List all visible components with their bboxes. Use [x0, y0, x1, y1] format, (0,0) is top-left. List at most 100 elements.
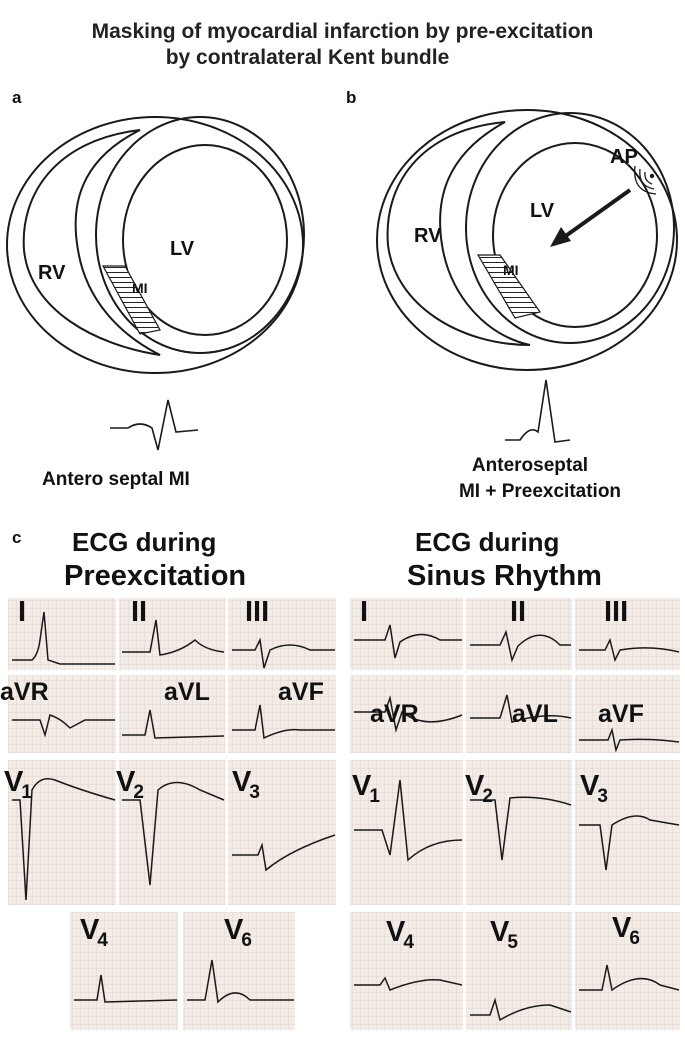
strip-pre-III: [228, 598, 336, 670]
left-heading-line1: ECG during: [72, 527, 217, 557]
trace-sin-V3: [579, 815, 680, 871]
lv-outer-b: [465, 112, 675, 344]
mi-label-a: MI: [132, 280, 148, 296]
panel-letter-b: b: [346, 88, 357, 107]
right-heading-line1: ECG during: [415, 527, 560, 557]
strip-pre-V6: [183, 912, 295, 1030]
lv-inner-b: [492, 142, 658, 328]
trace-pre-V1: [12, 778, 116, 901]
ecg-traces-sinus: [354, 624, 680, 1022]
strip-pre-V3: [228, 760, 336, 905]
trace-sin-V2: [470, 796, 572, 861]
caption-a: Antero septal MI: [42, 469, 190, 490]
panel-letter-a: a: [12, 88, 22, 107]
lead-label-sin-III: III: [604, 596, 629, 628]
ap-arrow: [550, 188, 632, 247]
outer-heart-outline-b: [376, 109, 678, 371]
strip-sin-V3: [575, 760, 680, 905]
strip-sin-II: [466, 598, 572, 670]
trace-pre-V4: [74, 974, 178, 1003]
panel-letter-c: c: [12, 528, 22, 547]
trace-sin-III: [579, 637, 680, 663]
lead-label-sin-V2: V2: [465, 770, 493, 807]
trace-sin-aVR: [354, 695, 463, 733]
rv-label-b: RV: [414, 225, 442, 247]
lead-label-sin-aVL: aVL: [512, 700, 558, 728]
trace-sin-V1: [354, 779, 463, 862]
trace-pre-III: [232, 637, 335, 669]
figure-title-line1: Masking of myocardial infarction by pre-…: [91, 20, 594, 43]
ecg-complex-b: [505, 379, 571, 443]
mi-hatch-a: [101, 265, 161, 335]
trace-sin-V6: [579, 964, 680, 992]
trace-pre-aVF: [232, 704, 335, 740]
ap-label: AP: [610, 146, 638, 168]
lead-label-sin-V4: V4: [386, 916, 414, 953]
heart-diagram-a: [6, 116, 305, 374]
lead-label-pre-I: I: [18, 596, 27, 628]
lead-label-pre-aVL: aVL: [164, 678, 210, 706]
strip-sin-V4: [350, 912, 463, 1030]
strip-pre-V2: [119, 760, 225, 905]
rv-label-a: RV: [38, 262, 66, 284]
lead-label-pre-V3: V3: [232, 766, 260, 803]
mi-label-b: MI: [503, 262, 519, 278]
ecg-traces-preexcitation: [12, 611, 336, 1004]
ecg-strips-sinus: [350, 598, 680, 1030]
strip-pre-V4: [70, 912, 178, 1030]
lead-label-pre-V4: V4: [80, 914, 108, 951]
trace-pre-I: [12, 611, 115, 665]
ap-signal-icon: [634, 165, 657, 195]
lead-label-pre-aVF: aVF: [278, 678, 324, 706]
strip-pre-II: [119, 598, 225, 670]
trace-pre-V2: [122, 781, 225, 886]
strip-pre-aVR: [8, 675, 116, 753]
caption-b-line1: Anteroseptal: [471, 455, 589, 476]
strip-sin-V1: [350, 760, 463, 905]
trace-pre-II: [122, 619, 225, 656]
lead-label-pre-III: III: [245, 596, 270, 628]
strip-pre-aVF: [228, 675, 336, 753]
lead-label-sin-V1: V1: [352, 770, 380, 807]
strip-sin-V5: [466, 912, 572, 1030]
strip-pre-I: [8, 598, 116, 670]
lead-label-pre-V1: V1: [4, 766, 32, 803]
lv-label-a: LV: [170, 238, 195, 260]
trace-pre-aVR: [12, 714, 115, 738]
trace-sin-I: [354, 624, 462, 659]
trace-sin-II: [470, 629, 571, 663]
right-heading-line2: Sinus Rhythm: [407, 560, 602, 592]
strip-pre-V1: [8, 760, 116, 905]
lead-label-sin-aVR: aVR: [370, 700, 419, 728]
figure-title-line2: by contralateral Kent bundle: [165, 46, 450, 69]
strip-sin-V2: [466, 760, 572, 905]
lv-outer-a: [95, 116, 305, 354]
strip-sin-I: [350, 598, 463, 670]
lead-label-sin-V3: V3: [580, 770, 608, 807]
lead-label-pre-V2: V2: [116, 766, 144, 803]
rv-wall-b: [386, 121, 531, 346]
lead-label-sin-V5: V5: [490, 916, 518, 953]
strip-sin-III: [575, 598, 680, 670]
lead-label-pre-aVR: aVR: [0, 678, 49, 706]
lv-inner-a: [122, 144, 288, 336]
trace-pre-aVL: [122, 709, 225, 739]
ecg-complex-a: [110, 399, 199, 451]
ecg-strips-preexcitation: [8, 598, 336, 1030]
trace-sin-V5: [470, 997, 572, 1022]
lv-label-b: LV: [530, 200, 555, 222]
rv-wall-a: [22, 129, 161, 356]
trace-sin-aVL: [470, 694, 572, 723]
strip-pre-aVL: [119, 675, 225, 753]
lead-label-pre-V6: V6: [224, 914, 252, 951]
outer-heart-outline-a: [6, 116, 304, 374]
lead-label-sin-II: II: [510, 596, 527, 628]
lead-label-pre-II: II: [131, 596, 148, 628]
lead-label-sin-I: I: [360, 596, 369, 628]
heart-diagram-b: [376, 109, 678, 371]
mi-hatch-b: [476, 254, 541, 319]
strip-sin-aVR: [350, 675, 463, 753]
lead-label-sin-V6: V6: [612, 912, 640, 949]
lead-label-sin-aVF: aVF: [598, 700, 644, 728]
